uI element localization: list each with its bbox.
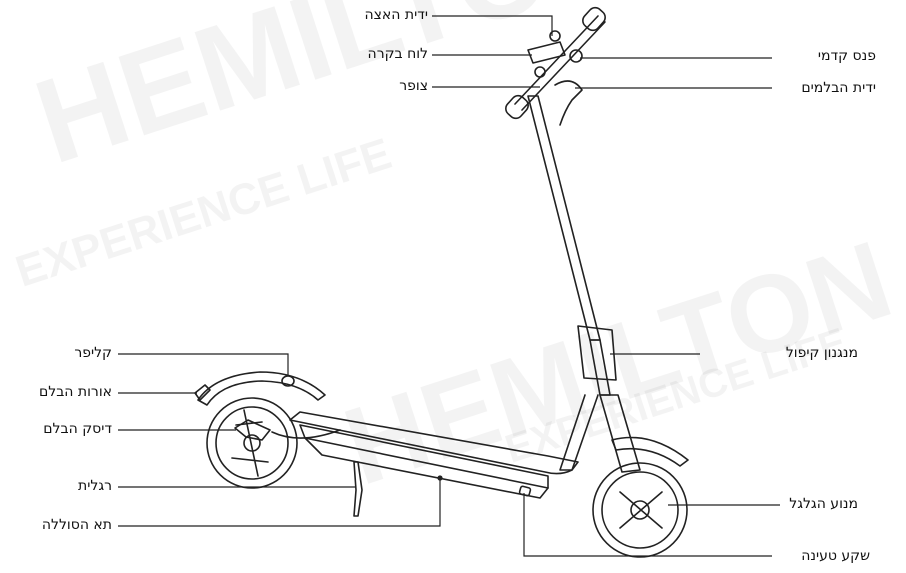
throttle xyxy=(549,30,561,42)
label-folding-mechanism: מנגנון קיפול xyxy=(785,345,858,361)
brake-light xyxy=(194,384,211,401)
front-fender xyxy=(611,436,689,467)
headlight-icon xyxy=(569,49,583,63)
label-clipper: קליפר xyxy=(74,345,112,361)
stem xyxy=(527,95,641,473)
label-brake-lever: ידית הבלמים xyxy=(801,80,876,96)
horn xyxy=(534,66,546,78)
label-dashboard: לוח בקרה xyxy=(367,46,428,62)
label-battery-compartment: תא הסוללה xyxy=(41,517,112,533)
label-headlight: פנס קדמי xyxy=(817,48,876,64)
label-brake-lights: אורות הבלם xyxy=(38,384,112,400)
label-throttle: ידית האצה xyxy=(364,7,428,23)
label-charging-port: שקע טעינה xyxy=(801,548,870,564)
rear-wheel xyxy=(206,397,298,489)
brake-lever xyxy=(554,80,583,126)
charging-port xyxy=(518,485,532,497)
label-brake-disc: דיסק הבלם xyxy=(43,421,112,437)
label-horn: צופר xyxy=(399,78,428,94)
brake-disc xyxy=(234,419,271,441)
rear-fender xyxy=(197,371,326,406)
handlebar xyxy=(505,6,606,126)
dashboard xyxy=(527,41,566,64)
front-wheel xyxy=(592,462,688,558)
kickstand xyxy=(353,461,363,517)
label-wheel-motor: מנוע הגלגל xyxy=(789,496,858,512)
label-kickstand: רגלית xyxy=(78,478,112,494)
leader-lines xyxy=(118,15,780,557)
